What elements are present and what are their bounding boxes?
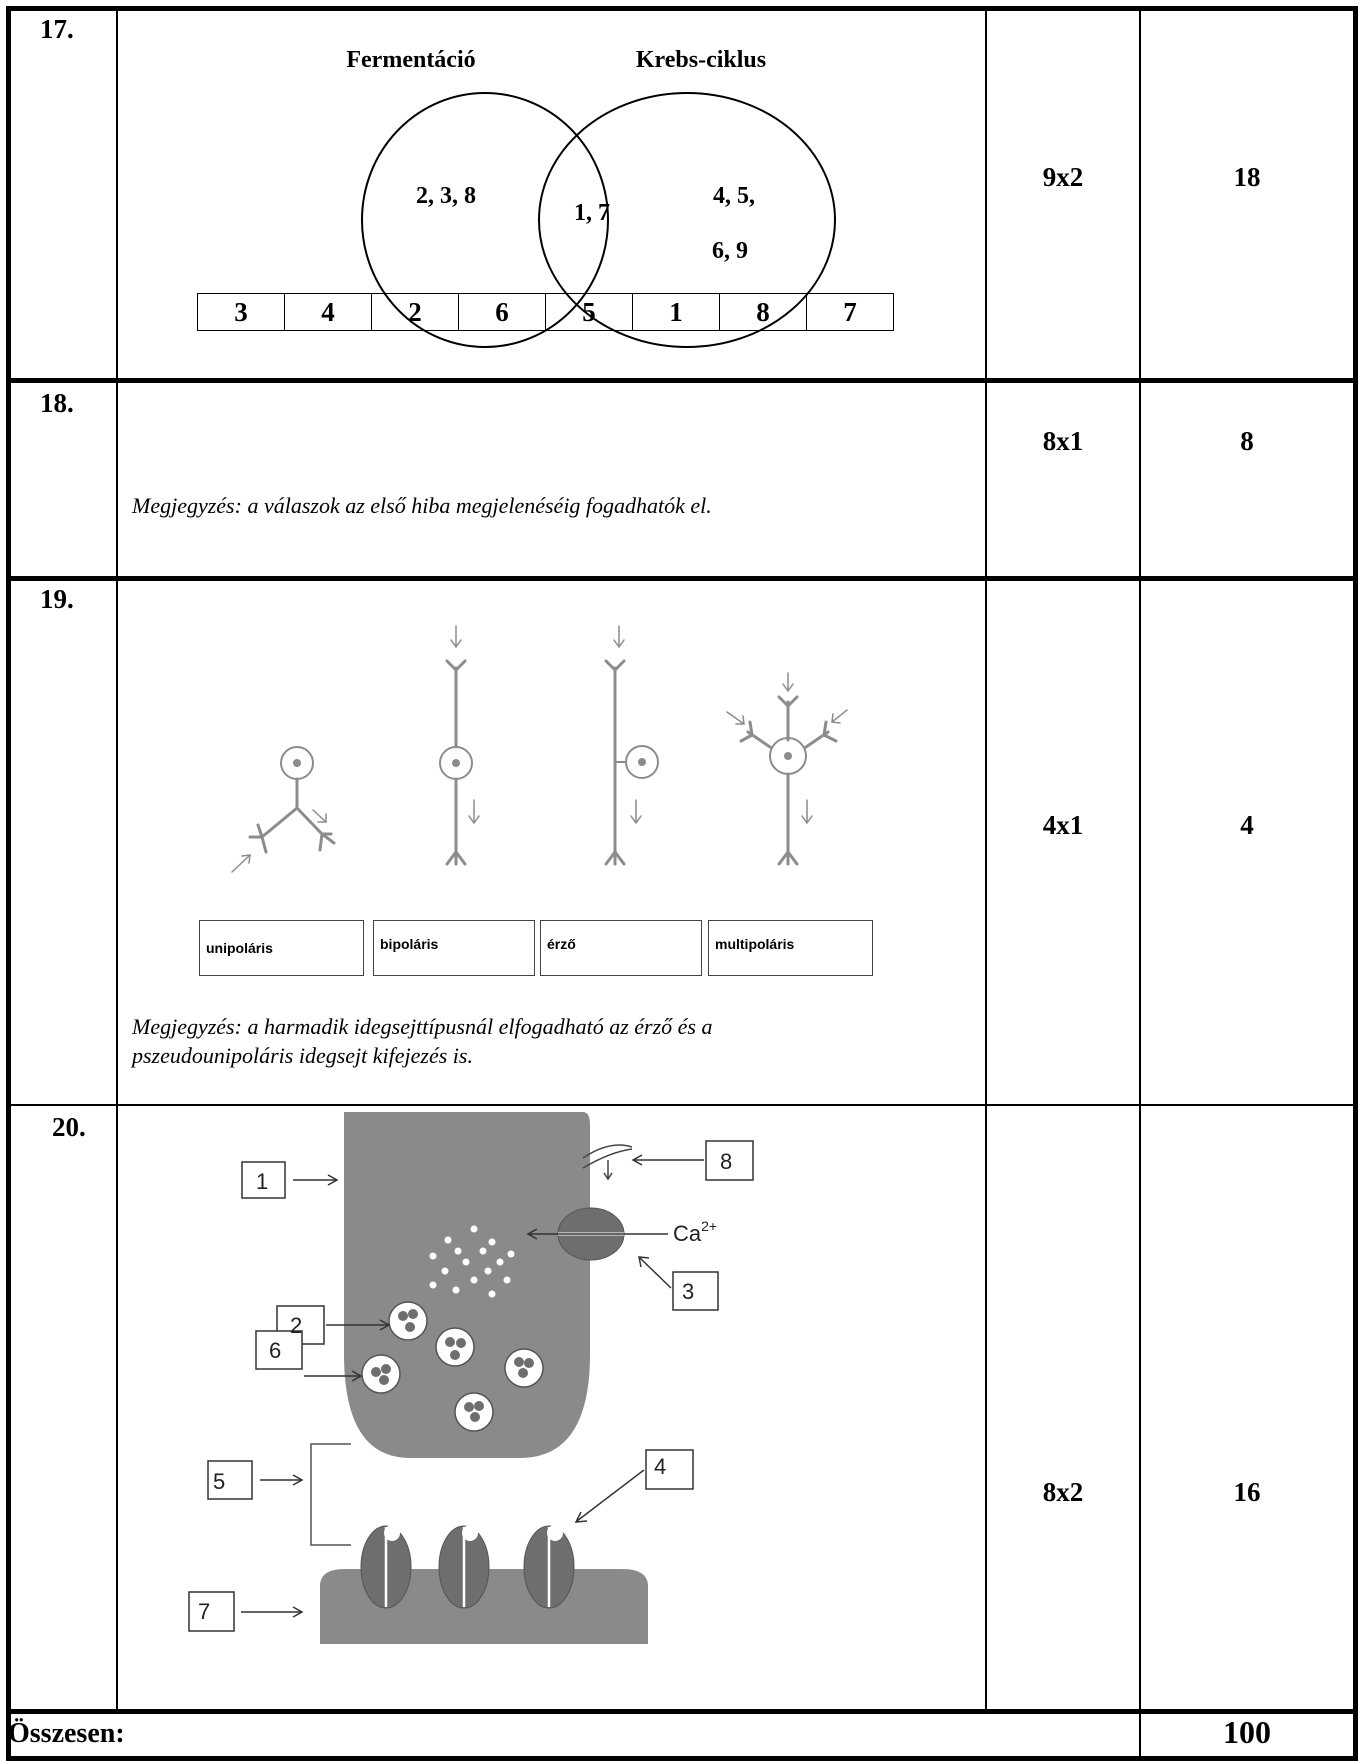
free-vesicles [429,1225,515,1298]
label-unipolar: unipoláris [206,940,273,956]
label-2: 2 [290,1313,302,1338]
points-17: 18 [1233,162,1261,192]
label-sensory: érző [547,936,576,952]
sequence-cell: 2 [371,293,459,331]
note-19-line-2: pszeudounipoláris idegsejt kifejezés is. [132,1043,473,1068]
col-divider-1 [116,6,118,1711]
table-bottom-border [6,1756,1358,1761]
sequence-cell: 6 [458,293,546,331]
venn-diagram: Fermentáció Krebs-ciklus 2, 3, 8 1, 7 4,… [346,47,836,348]
venn-circle-krebs [538,92,836,348]
calcium-ion-label: Ca2+ [673,1218,717,1246]
row-divider-total [6,1709,1358,1714]
neuron-types-diagram [231,625,848,873]
label-6: 6 [269,1338,281,1363]
filled-vesicles [361,1301,544,1432]
sequence-answer-table: 3 4 2 6 5 1 8 7 [197,293,894,331]
receptors [360,1525,575,1609]
sequence-cell: 3 [197,293,285,331]
scoring-19: 4x1 [1042,810,1084,840]
row-divider-18-19 [6,576,1358,581]
bipolar-neuron [439,625,480,866]
table-top-border [6,6,1358,11]
label-3: 3 [682,1279,694,1304]
venn-left-title: Fermentáció [346,47,475,73]
label-boxes [188,1140,754,1632]
sequence-cell: 1 [632,293,720,331]
label-bipolar: bipoláris [380,936,439,952]
venn-overlap-values: 1, 7 [574,200,610,226]
table-left-border [6,6,11,1761]
points-20: 16 [1233,1477,1261,1507]
label-5: 5 [213,1469,225,1494]
label-4: 4 [654,1454,666,1479]
synaptic-cleft-bracket [310,1443,351,1546]
sequence-cell: 8 [719,293,807,331]
venn-right-values-1: 4, 5, [713,183,755,209]
sensory-neuron [604,625,659,866]
label-1: 1 [256,1169,268,1194]
row-divider-19-20 [6,1104,1358,1106]
total-points: 100 [1223,1714,1271,1750]
label-box-unipolar: unipoláris [199,920,364,976]
scoring-17: 9x2 [1042,162,1084,192]
question-number-19: 19. [40,584,74,614]
synapse-diagram: 1 8 3 2 6 4 5 7 Ca2+ [188,1112,754,1644]
sequence-cell: 4 [284,293,372,331]
scoring-20: 8x2 [1042,1477,1084,1507]
points-19: 4 [1240,810,1254,840]
col-divider-3 [1139,6,1141,1761]
label-8: 8 [720,1149,732,1174]
question-number-17: 17. [40,14,74,44]
multipolar-neuron [726,672,848,866]
label-box-multipolar: multipoláris [708,920,873,976]
label-7: 7 [198,1599,210,1624]
sequence-cell: 7 [806,293,894,331]
points-18: 8 [1240,426,1254,456]
question-number-18: 18. [40,388,74,418]
col-divider-2 [985,6,987,1711]
unipolar-neuron [231,746,336,873]
row-divider-17-18 [6,378,1358,383]
venn-right-values-2: 6, 9 [712,238,748,264]
label-arrows [241,1154,704,1618]
label-box-bipolar: bipoláris [373,920,535,976]
note-18: Megjegyzés: a válaszok az első hiba megj… [132,493,712,518]
sequence-cell: 5 [545,293,633,331]
venn-left-values: 2, 3, 8 [416,183,476,209]
table-right-border [1353,6,1358,1761]
question-number-20: 20. [52,1112,86,1142]
label-box-sensory: érző [540,920,702,976]
label-multipolar: multipoláris [715,936,795,952]
venn-circle-fermentation [361,92,609,348]
total-label: Összesen: [8,1718,125,1749]
note-19-line-1: Megjegyzés: a harmadik idegsejttípusnál … [132,1014,713,1039]
scoring-18: 8x1 [1042,426,1084,456]
venn-right-title: Krebs-ciklus [636,47,766,73]
